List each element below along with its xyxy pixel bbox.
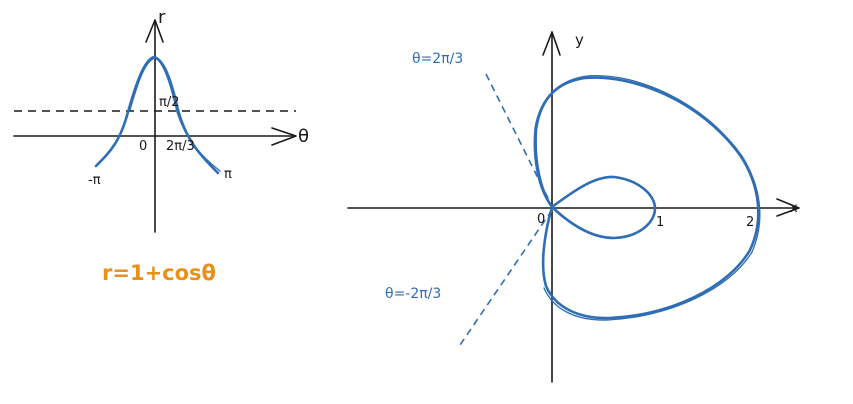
x-tick-2-label: 2 (746, 215, 754, 230)
lower-ray-dashed-line (457, 209, 553, 349)
r-axis-label: r (158, 7, 166, 28)
right-graph: x y 0 1 2 θ=2π/3 θ=-2π/3 (347, 31, 800, 383)
two-pi-over-3-label: 2π/3 (166, 139, 195, 154)
x-axis-label: x (790, 201, 798, 216)
theta-axis-arrowhead (271, 127, 297, 146)
right-origin-label: 0 (537, 212, 545, 227)
formula-label: r=1+cosθ (102, 261, 216, 285)
outer-loop-retrace (533, 74, 761, 321)
cartesian-curve-retrace (129, 57, 221, 172)
y-axis-label: y (575, 31, 584, 49)
upper-ray-label: θ=2π/3 (412, 51, 463, 67)
inner-loop (550, 175, 657, 240)
r-axis-arrowhead (145, 19, 164, 43)
x-axis-arrowhead (776, 198, 800, 217)
theta-axis-label: θ (298, 126, 309, 147)
cartesian-curve (94, 55, 220, 175)
pi-label: π (224, 167, 232, 182)
left-origin-label: 0 (139, 139, 147, 154)
outer-loop (534, 76, 760, 320)
pi-over-2-label: π/2 (159, 95, 179, 110)
y-axis-arrowhead (542, 31, 561, 56)
lower-ray-label: θ=-2π/3 (385, 286, 441, 302)
left-graph: r θ 0 π/2 2π/3 -π π r=1+cosθ (13, 7, 309, 285)
x-tick-1-label: 1 (656, 215, 664, 230)
neg-pi-label: -π (88, 173, 101, 188)
